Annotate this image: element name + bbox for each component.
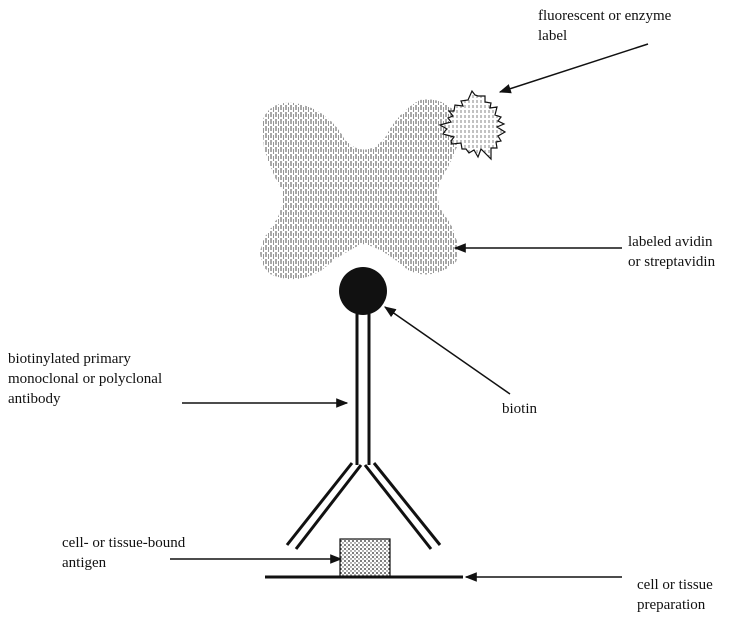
biotin-dot bbox=[339, 267, 387, 315]
label-cell-prep-line-2: preparation bbox=[637, 595, 713, 615]
label-enzyme: fluorescent or enzyme label bbox=[538, 6, 671, 46]
label-avidin-line-1: labeled avidin bbox=[628, 232, 715, 252]
label-biotin-line-1: biotin bbox=[502, 399, 537, 419]
label-cell-prep: cell or tissue preparation bbox=[637, 575, 713, 615]
antibody-arm-left-b bbox=[296, 465, 361, 549]
antigen-square bbox=[340, 539, 390, 577]
label-primary-antibody-line-1: biotinylated primary bbox=[8, 349, 162, 369]
label-avidin: labeled avidin or streptavidin bbox=[628, 232, 715, 272]
label-enzyme-line-1: fluorescent or enzyme bbox=[538, 6, 671, 26]
label-antigen-line-2: antigen bbox=[62, 553, 185, 573]
antibody-arm-right-a bbox=[365, 465, 431, 549]
label-cell-prep-line-1: cell or tissue bbox=[637, 575, 713, 595]
label-primary-antibody-line-3: antibody bbox=[8, 389, 162, 409]
antibody-arm-right-b bbox=[374, 463, 440, 545]
label-enzyme-line-2: label bbox=[538, 26, 671, 46]
arrow-biotin bbox=[385, 307, 510, 394]
antibody-arm-left-a bbox=[287, 463, 352, 545]
label-primary-antibody-line-2: monoclonal or polyclonal bbox=[8, 369, 162, 389]
avidin-shape bbox=[260, 99, 460, 279]
label-primary-antibody: biotinylated primary monoclonal or polyc… bbox=[8, 349, 162, 409]
arrow-enzyme-label bbox=[500, 44, 648, 92]
label-antigen: cell- or tissue-bound antigen bbox=[62, 533, 185, 573]
label-avidin-line-2: or streptavidin bbox=[628, 252, 715, 272]
label-biotin: biotin bbox=[502, 399, 537, 419]
label-antigen-line-1: cell- or tissue-bound bbox=[62, 533, 185, 553]
